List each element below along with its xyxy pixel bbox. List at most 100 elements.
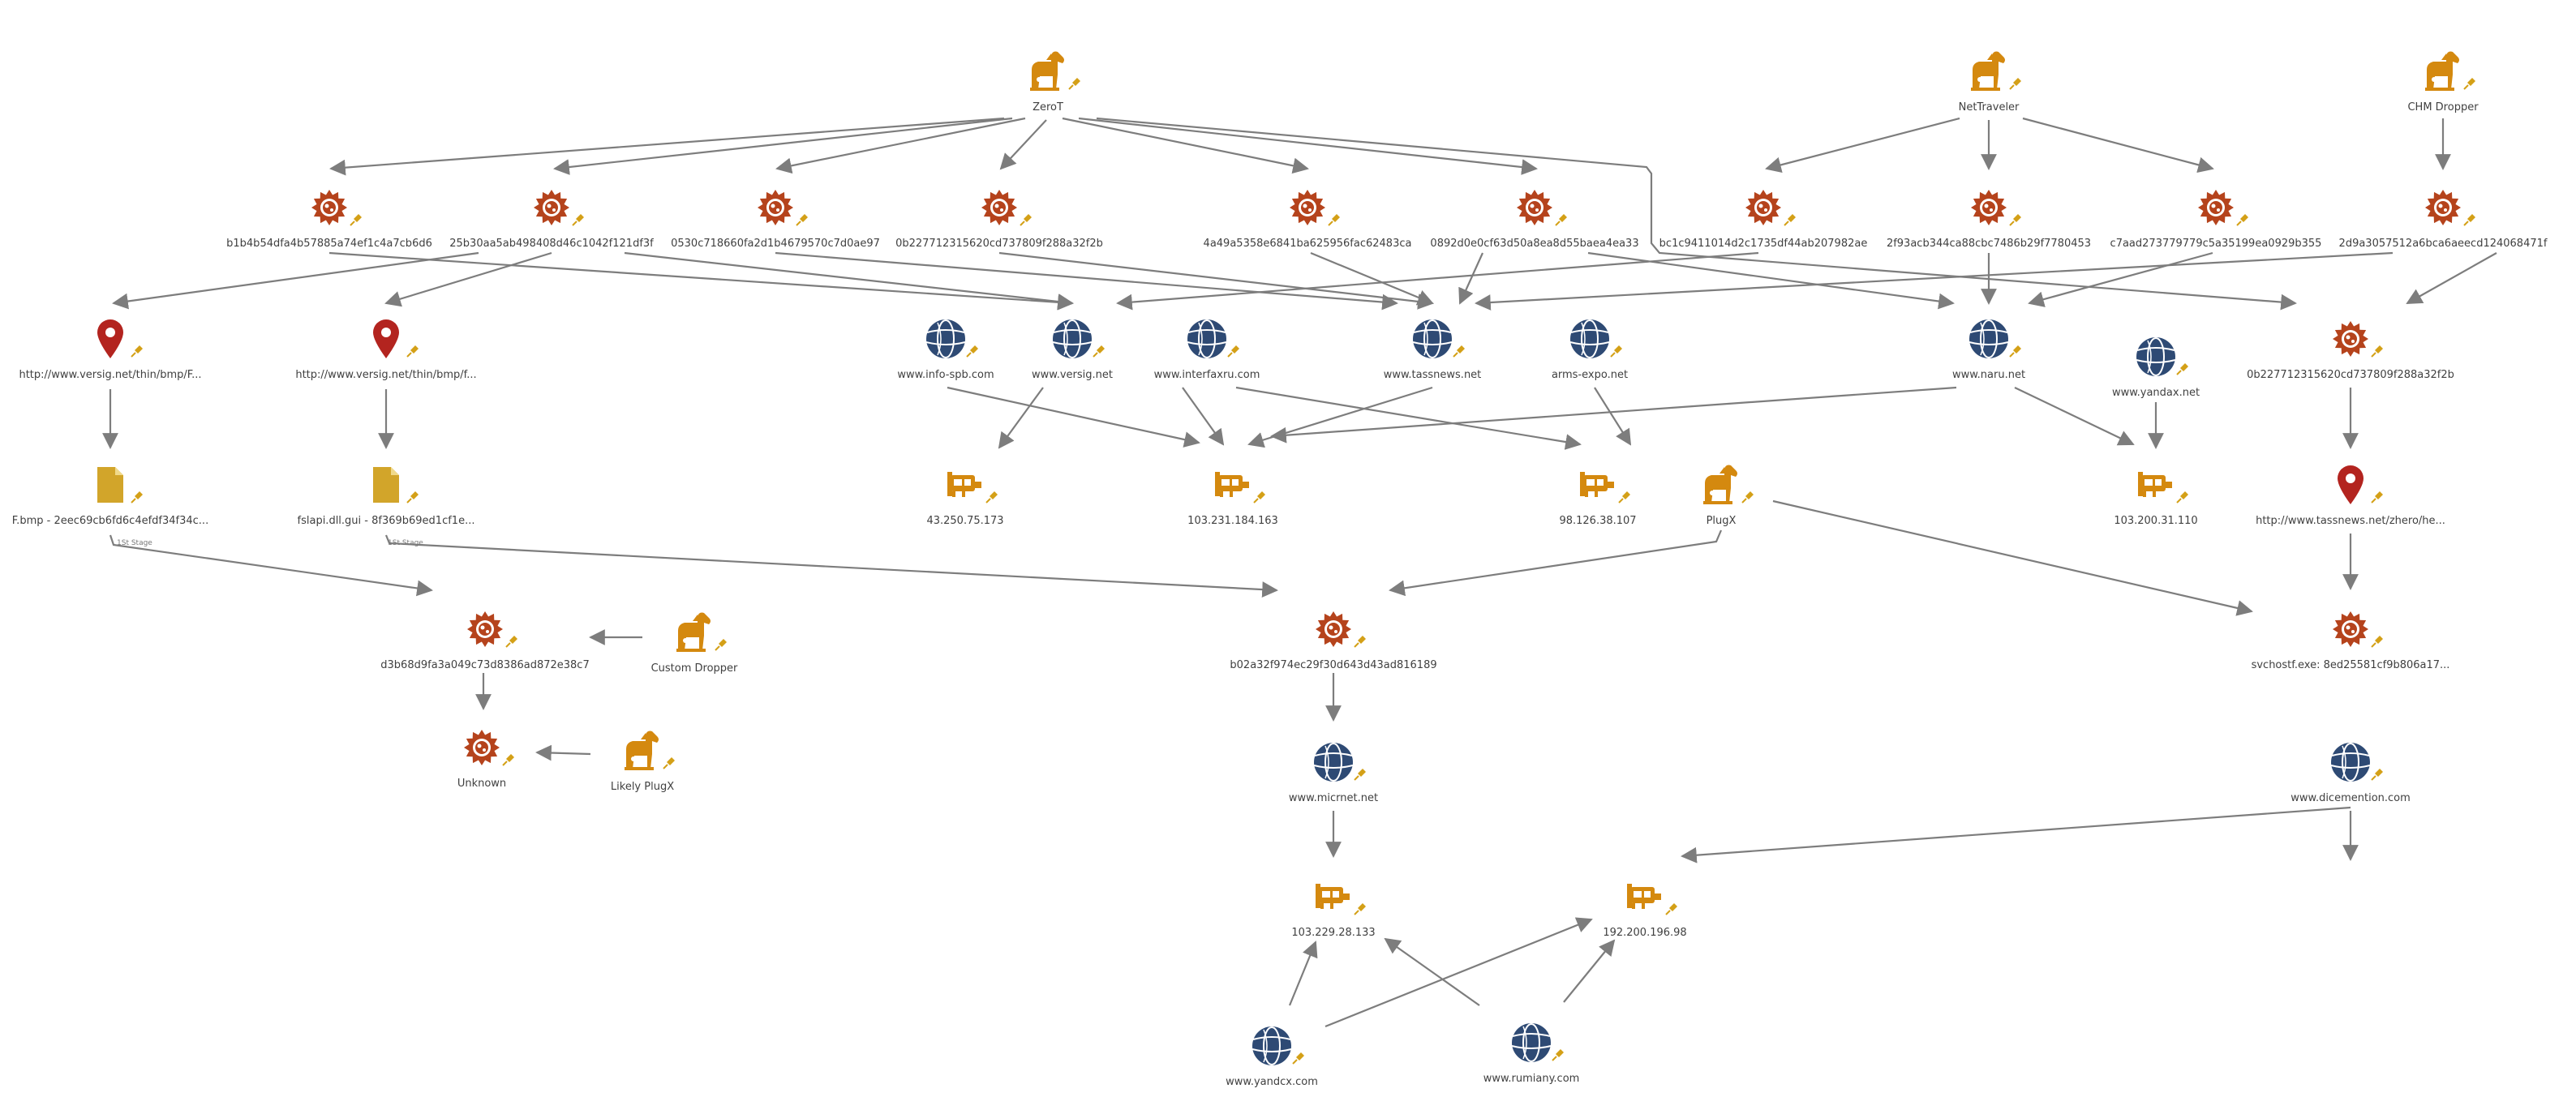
graph-node-h2[interactable]: 25b30aa5ab498408d46c1042f121df3f xyxy=(449,190,654,250)
node-label: arms-expo.net xyxy=(1552,369,1628,381)
graph-node-svchost[interactable]: svchostf.exe: 8ed25581cf9b806a17... xyxy=(2252,611,2450,671)
pushpin-icon xyxy=(2176,363,2188,375)
graph-node-ip5[interactable]: 103.229.28.133 xyxy=(1291,884,1376,939)
pushpin-icon xyxy=(1227,345,1239,358)
graph-node-h3[interactable]: 0530c718660fa2d1b4679570c7d0ae97 xyxy=(671,190,880,250)
malware-gear-icon xyxy=(2333,321,2368,357)
node-label: Likely PlugX xyxy=(611,781,674,793)
graph-node-likelyplugx[interactable]: Likely PlugX xyxy=(611,731,675,794)
graph-node-url3[interactable]: http://www.tassnews.net/zhero/he... xyxy=(2256,465,2445,527)
node-label: 43.250.75.173 xyxy=(926,515,1003,527)
edge-labels-layer: 1St Stage 1St Stage xyxy=(117,539,423,547)
graph-node-h9[interactable]: c7aad273779779c5a35199ea0929b355 xyxy=(2110,190,2322,250)
graph-node-ip2[interactable]: 103.231.184.163 xyxy=(1187,472,1278,527)
graph-node-d_dicemention[interactable]: www.dicemention.com xyxy=(2290,743,2411,804)
graph-node-h13[interactable]: b02a32f974ec29f30d643d43ad816189 xyxy=(1230,611,1437,671)
node-label: 192.200.196.98 xyxy=(1603,927,1686,939)
malware-gear-icon xyxy=(2198,190,2234,225)
node-label: F.bmp - 2eec69cb6fd6c4efdf34f34c... xyxy=(12,515,208,527)
edge-arrow xyxy=(624,251,1074,310)
graph-node-h12[interactable]: d3b68d9fa3a049c73d8386ad872e38c7 xyxy=(380,611,590,671)
graph-node-file1[interactable]: F.bmp - 2eec69cb6fd6c4efdf34f34c... xyxy=(12,467,208,527)
pushpin-icon xyxy=(1020,214,1032,226)
malware-gear-icon xyxy=(1745,190,1781,225)
edge-arrow xyxy=(1458,252,1484,305)
graph-node-d_micrnet[interactable]: www.micrnet.net xyxy=(1289,743,1378,804)
graph-node-ip6[interactable]: 192.200.196.98 xyxy=(1603,884,1687,939)
graph-node-chmdropper[interactable]: CHM Dropper xyxy=(2407,51,2479,114)
graph-node-h5[interactable]: 4a49a5358e6841ba625956fac62483ca xyxy=(1204,190,1412,250)
pushpin-icon xyxy=(2009,78,2021,90)
pushpin-icon xyxy=(2371,769,2383,781)
edge-arrow xyxy=(1765,117,1960,174)
trojan-horse-icon xyxy=(2425,51,2459,91)
graph-node-ip1[interactable]: 43.250.75.173 xyxy=(926,472,1004,527)
node-label: 25b30aa5ab498408d46c1042f121df3f xyxy=(449,238,654,250)
graph-node-zerot[interactable]: ZeroT xyxy=(1030,51,1080,114)
graph-node-url2[interactable]: http://www.versig.net/thin/bmp/f... xyxy=(295,319,477,381)
pushpin-icon xyxy=(1093,345,1105,358)
graph-node-h6[interactable]: 0892d0e0cf63d50a8ea8d55baea4ea33 xyxy=(1430,190,1639,250)
edge-arrow xyxy=(2028,251,2213,307)
graph-node-d_interfaxru[interactable]: www.interfaxru.com xyxy=(1154,319,1260,381)
graph-node-h8[interactable]: 2f93acb344ca88cbc7486b29f7780453 xyxy=(1887,190,2091,250)
ip-address-icon xyxy=(1316,884,1350,909)
pushpin-icon xyxy=(2463,214,2475,226)
graph-node-d_naru[interactable]: www.naru.net xyxy=(1952,319,2025,381)
graph-node-h7[interactable]: bc1c9411014d2c1735df44ab207982ae xyxy=(1659,190,1868,250)
graph-node-d_rumiany[interactable]: www.rumiany.com xyxy=(1483,1023,1580,1085)
globe-icon xyxy=(1511,1023,1552,1062)
edge-arrow xyxy=(1288,941,1318,1006)
graph-node-d_yandax[interactable]: www.yandax.net xyxy=(2112,337,2200,399)
pushpin-icon xyxy=(502,754,514,766)
nodes-layer: ZeroT NetTraveler CHM Dropper b1b4b54dfa4b5… xyxy=(12,51,2548,1088)
node-label: 0b227712315620cd737809f288a32f2b xyxy=(2247,369,2454,381)
pushpin-icon xyxy=(1253,491,1265,504)
node-label: www.info-spb.com xyxy=(897,369,994,381)
graph-node-d_armsexpo[interactable]: arms-expo.net xyxy=(1552,319,1628,381)
edge-arrow xyxy=(947,386,1200,448)
node-label: www.naru.net xyxy=(1952,369,2025,381)
graph-node-h1[interactable]: b1b4b54dfa4b57885a74ef1c4a7cb6d6 xyxy=(226,190,432,250)
graph-node-h4[interactable]: 0b227712315620cd737809f288a32f2b xyxy=(895,190,1103,250)
graph-node-nettraveler[interactable]: NetTraveler xyxy=(1959,51,2021,114)
graph-node-h10[interactable]: 2d9a3057512a6bca6aeecd124068471f xyxy=(2339,190,2548,250)
graph-node-h11[interactable]: 0b227712315620cd737809f288a32f2b xyxy=(2247,321,2454,381)
pushpin-icon xyxy=(406,345,419,358)
pushpin-icon xyxy=(406,491,419,504)
graph-node-file2[interactable]: fslapi.dll.gui - 8f369b69ed1cf1e... xyxy=(298,467,475,527)
graph-node-unknown[interactable]: Unknown xyxy=(457,730,514,790)
graph-node-plugx[interactable]: PlugX xyxy=(1703,465,1754,528)
graph-node-d_versig[interactable]: www.versig.net xyxy=(1032,319,1113,381)
graph-node-d_yandcx[interactable]: www.yandcx.com xyxy=(1226,1026,1318,1088)
edge-arrow xyxy=(109,534,433,597)
pushpin-icon xyxy=(350,214,362,226)
edge-label-1st-stage: 1St Stage xyxy=(388,539,423,547)
node-label: b02a32f974ec29f30d643d43ad816189 xyxy=(1230,659,1436,671)
pushpin-icon xyxy=(2371,491,2383,504)
node-label: c7aad273779779c5a35199ea0929b355 xyxy=(2110,238,2322,250)
graph-node-d_infospb[interactable]: www.info-spb.com xyxy=(897,319,994,381)
node-label: www.yandcx.com xyxy=(1226,1076,1318,1088)
malware-gear-icon xyxy=(1316,611,1351,647)
node-label: 103.229.28.133 xyxy=(1291,927,1375,939)
edge-arrow xyxy=(1062,117,1309,174)
node-label: www.rumiany.com xyxy=(1483,1073,1580,1085)
node-label: Unknown xyxy=(457,778,506,790)
ip-address-icon xyxy=(1627,884,1661,909)
graph-node-ip4[interactable]: 103.200.31.110 xyxy=(2114,472,2198,527)
graph-node-ip3[interactable]: 98.126.38.107 xyxy=(1559,472,1637,527)
node-label: www.dicemention.com xyxy=(2290,792,2411,804)
pushpin-icon xyxy=(2009,345,2021,358)
edge-arrow xyxy=(1310,251,1434,306)
edge-arrow xyxy=(535,744,591,761)
globe-icon xyxy=(1313,743,1354,782)
malware-gear-icon xyxy=(1290,190,1325,225)
node-label: b1b4b54dfa4b57885a74ef1c4a7cb6d6 xyxy=(226,238,432,250)
graph-node-customdropper[interactable]: Custom Dropper xyxy=(651,612,738,675)
pushpin-icon xyxy=(2463,78,2475,90)
malware-gear-icon xyxy=(1517,190,1552,225)
graph-node-d_tassnews[interactable]: www.tassnews.net xyxy=(1384,319,1482,381)
edge-arrow xyxy=(112,251,479,310)
graph-node-url1[interactable]: http://www.versig.net/thin/bmp/F... xyxy=(19,319,202,381)
